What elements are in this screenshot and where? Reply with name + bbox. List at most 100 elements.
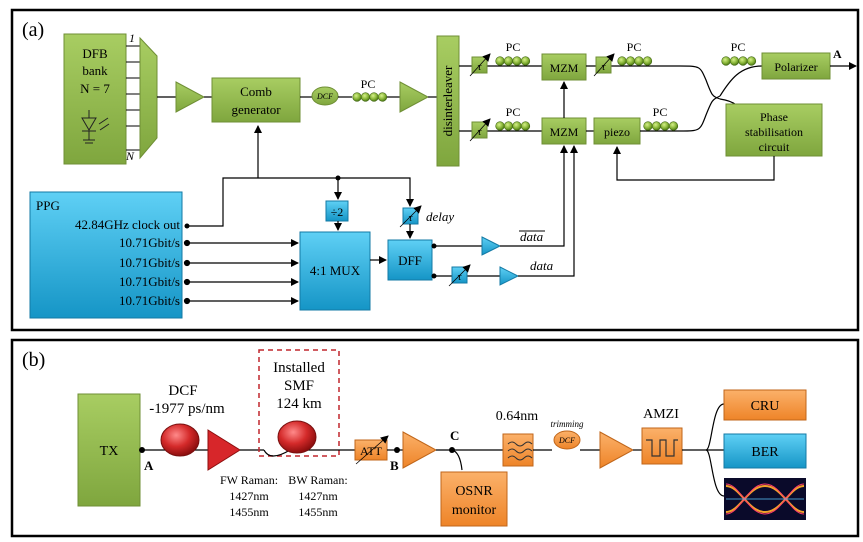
amplifier-2 <box>399 81 430 113</box>
svg-text:Comb: Comb <box>240 84 272 99</box>
divider-by-2: ÷2 <box>325 200 349 222</box>
ber-block: BER <box>723 433 807 469</box>
fw-raman-label: FW Raman: 1427nm 1455nm <box>220 473 278 519</box>
data-bar-label: data <box>520 229 544 244</box>
svg-text:monitor: monitor <box>452 503 497 518</box>
amzi-transfer-icon <box>646 439 678 457</box>
svg-text:Polarizer: Polarizer <box>774 60 817 74</box>
svg-text:MZM: MZM <box>550 125 579 139</box>
svg-text:CRU: CRU <box>751 399 780 414</box>
laser-diode-icon <box>81 110 110 144</box>
comb-generator: Comb generator <box>211 77 301 123</box>
tau-delay-data: τ <box>448 264 471 287</box>
svg-text:τ: τ <box>458 271 463 283</box>
svg-text:Installed: Installed <box>273 360 325 376</box>
mzm-lower: MZM <box>541 117 587 145</box>
output-point-a: A <box>833 47 842 61</box>
dcf-b: DCF -1977 ps/nm <box>149 383 225 457</box>
dff: DFF <box>387 239 433 281</box>
dfb-bank: DFB bank N = 7 1 N <box>63 31 140 165</box>
svg-text:disinterleaver: disinterleaver <box>440 65 455 136</box>
fw-raman-amp <box>207 429 241 471</box>
pc-a5: PC <box>643 105 679 131</box>
driver-amp-1 <box>481 236 502 256</box>
svg-text:OSNR: OSNR <box>455 484 493 499</box>
svg-text:DFF: DFF <box>398 253 422 268</box>
tau-delay-clock: τ delay <box>399 205 454 228</box>
tau-delay-2: τ <box>593 53 615 77</box>
svg-text:PPG: PPG <box>36 198 60 213</box>
svg-text:1455nm: 1455nm <box>298 505 338 519</box>
svg-text:SMF: SMF <box>284 378 314 394</box>
piezo: piezo <box>593 117 641 145</box>
svg-text:TX: TX <box>100 444 119 459</box>
svg-text:10.71Gbit/s: 10.71Gbit/s <box>119 235 180 250</box>
svg-text:Phase: Phase <box>760 110 788 124</box>
panel-b-label: (b) <box>22 349 45 371</box>
svg-text:PC: PC <box>731 40 746 54</box>
smf-spool <box>277 420 317 454</box>
svg-text:42.84GHz clock out: 42.84GHz clock out <box>75 217 180 232</box>
svg-text:DCF: DCF <box>316 92 333 101</box>
svg-text:1: 1 <box>129 31 135 45</box>
disinterleaver: disinterleaver <box>436 35 460 167</box>
driver-amp-2 <box>499 266 520 286</box>
filter-wave-icon <box>507 441 533 461</box>
pc-a1: PC <box>352 77 388 102</box>
svg-text:PC: PC <box>506 105 521 119</box>
svg-text:4:1 MUX: 4:1 MUX <box>310 263 361 278</box>
attenuator: ATT <box>354 435 389 465</box>
svg-text:PC: PC <box>627 40 642 54</box>
svg-text:DCF: DCF <box>168 383 197 399</box>
svg-text:τ: τ <box>409 212 414 224</box>
svg-text:DFB: DFB <box>82 46 108 61</box>
trimming-dcf: trimming DCF <box>550 419 584 450</box>
point-b-label: B <box>390 458 399 473</box>
edfa-1 <box>402 431 438 469</box>
awg-combiner <box>139 36 158 160</box>
pc-a3: PC <box>617 40 653 66</box>
svg-text:trimming: trimming <box>550 419 584 429</box>
svg-text:piezo: piezo <box>604 125 630 139</box>
svg-text:BW Raman:: BW Raman: <box>288 473 347 487</box>
svg-text:generator: generator <box>231 102 281 117</box>
svg-text:÷2: ÷2 <box>331 205 344 219</box>
panel-a-label: (a) <box>22 19 44 41</box>
pc-a2: PC <box>495 40 531 66</box>
pc-a6: PC <box>721 40 757 66</box>
svg-text:τ: τ <box>478 126 483 138</box>
svg-text:stabilisation: stabilisation <box>745 125 803 139</box>
tx-block: TX <box>77 393 141 507</box>
svg-text:N: N <box>125 149 135 163</box>
phase-stabilisation-circuit: Phase stabilisation circuit <box>725 103 823 157</box>
svg-text:1427nm: 1427nm <box>298 489 338 503</box>
svg-text:delay: delay <box>426 209 454 224</box>
svg-text:10.71Gbit/s: 10.71Gbit/s <box>119 255 180 270</box>
bw-raman-label: BW Raman: 1427nm 1455nm <box>288 473 347 519</box>
svg-text:FW Raman:: FW Raman: <box>220 473 278 487</box>
svg-text:circuit: circuit <box>759 140 790 154</box>
amzi: AMZI <box>641 407 683 465</box>
svg-text:AMZI: AMZI <box>643 407 679 422</box>
svg-text:1455nm: 1455nm <box>229 505 269 519</box>
installed-smf-box <box>258 349 340 457</box>
dcf-a: DCF <box>311 86 339 106</box>
osnr-monitor: OSNR monitor <box>440 471 508 527</box>
panel-a-frame <box>10 8 860 332</box>
ppg-block: PPG 42.84GHz clock out 10.71Gbit/s 10.71… <box>29 191 183 319</box>
svg-text:124 km: 124 km <box>276 396 322 412</box>
svg-text:PC: PC <box>653 105 668 119</box>
point-c-label: C <box>450 428 459 443</box>
data-label: data <box>530 258 554 273</box>
svg-text:DCF: DCF <box>558 436 575 445</box>
panel-b-frame <box>10 338 860 538</box>
pc-a4: PC <box>495 105 531 131</box>
svg-text:MZM: MZM <box>550 61 579 75</box>
point-a-label: A <box>144 458 154 473</box>
tau-delay-1: τ <box>469 53 491 77</box>
svg-text:1427nm: 1427nm <box>229 489 269 503</box>
amplifier-1 <box>175 81 206 113</box>
edfa-2 <box>599 431 635 469</box>
svg-text:-1977 ps/nm: -1977 ps/nm <box>149 401 225 417</box>
mzm-upper: MZM <box>541 53 587 81</box>
